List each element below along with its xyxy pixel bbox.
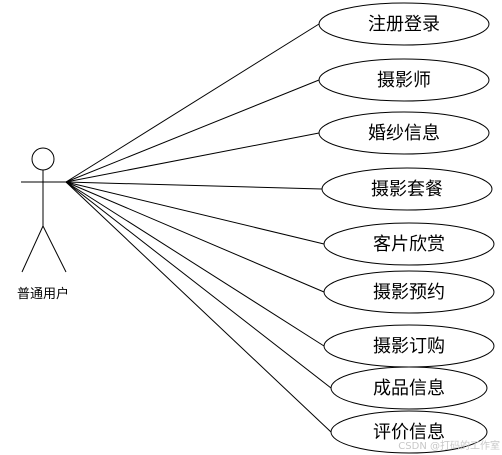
association-line [65, 132, 320, 183]
actor-right-leg [42, 225, 67, 273]
association-line [65, 181, 325, 245]
use-case-label: 摄影订购 [373, 336, 445, 357]
association-line [65, 181, 325, 347]
use-case-oval [330, 410, 488, 454]
association-line [65, 181, 332, 433]
use-case: 摄影预约 [323, 270, 495, 314]
use-case: 客片欣赏 [323, 222, 495, 266]
use-case: 注册登录 [318, 2, 490, 46]
use-case: 摄影套餐 [321, 167, 493, 211]
use-case-label: 摄影套餐 [371, 179, 443, 200]
use-case-label: 摄影预约 [373, 282, 445, 303]
use-case-label: 客片欣赏 [373, 234, 445, 255]
use-case-oval [323, 270, 495, 314]
association-line [65, 79, 320, 183]
use-case-oval [321, 167, 493, 211]
use-case-label: 摄影师 [377, 70, 431, 91]
actor-label: 普通用户 [17, 286, 69, 302]
use-case-label: 评价信息 [373, 422, 445, 443]
association-lines [65, 23, 332, 433]
use-case: 摄影师 [318, 58, 490, 102]
use-case: 评价信息 [330, 410, 488, 454]
use-case-label: 注册登录 [368, 14, 440, 35]
use-case-label: 婚纱信息 [368, 123, 440, 144]
actor-figure [21, 147, 67, 273]
use-case-label: 成品信息 [373, 378, 445, 399]
actor-head [31, 147, 55, 171]
association-line [65, 181, 332, 389]
use-case-oval [330, 366, 488, 410]
use-case-oval [318, 111, 490, 155]
watermark: CSDN @打码的工作室 [398, 439, 500, 452]
use-case-oval [318, 2, 490, 46]
use-case-oval [323, 222, 495, 266]
use-case-oval [318, 58, 490, 102]
use-case: 婚纱信息 [318, 111, 490, 155]
association-line [65, 181, 325, 293]
use-case: 摄影订购 [323, 324, 495, 368]
association-line [65, 23, 320, 183]
use-case: 成品信息 [330, 366, 488, 410]
association-line [65, 181, 323, 190]
actor-left-leg [21, 225, 44, 273]
